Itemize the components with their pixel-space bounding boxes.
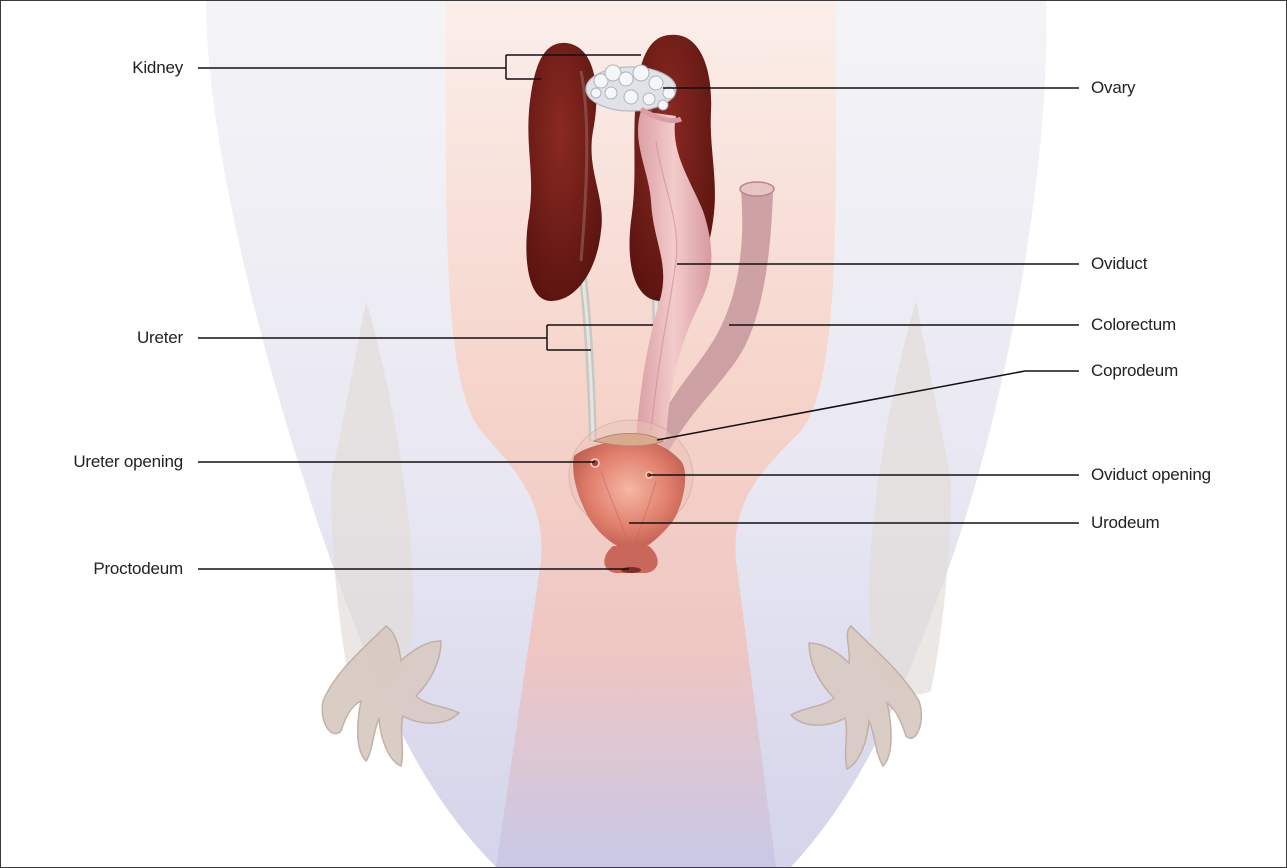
label-colorectum: Colorectum xyxy=(1091,315,1176,335)
label-kidney: Kidney xyxy=(132,58,183,78)
label-proctodeum: Proctodeum xyxy=(93,559,183,579)
label-oviduct-opening: Oviduct opening xyxy=(1091,465,1211,485)
label-coprodeum: Coprodeum xyxy=(1091,361,1178,381)
label-ureter-opening: Ureter opening xyxy=(73,452,183,472)
label-ureter: Ureter xyxy=(137,328,183,348)
label-oviduct: Oviduct xyxy=(1091,254,1147,274)
label-urodeum: Urodeum xyxy=(1091,513,1160,533)
label-ovary: Ovary xyxy=(1091,78,1135,98)
